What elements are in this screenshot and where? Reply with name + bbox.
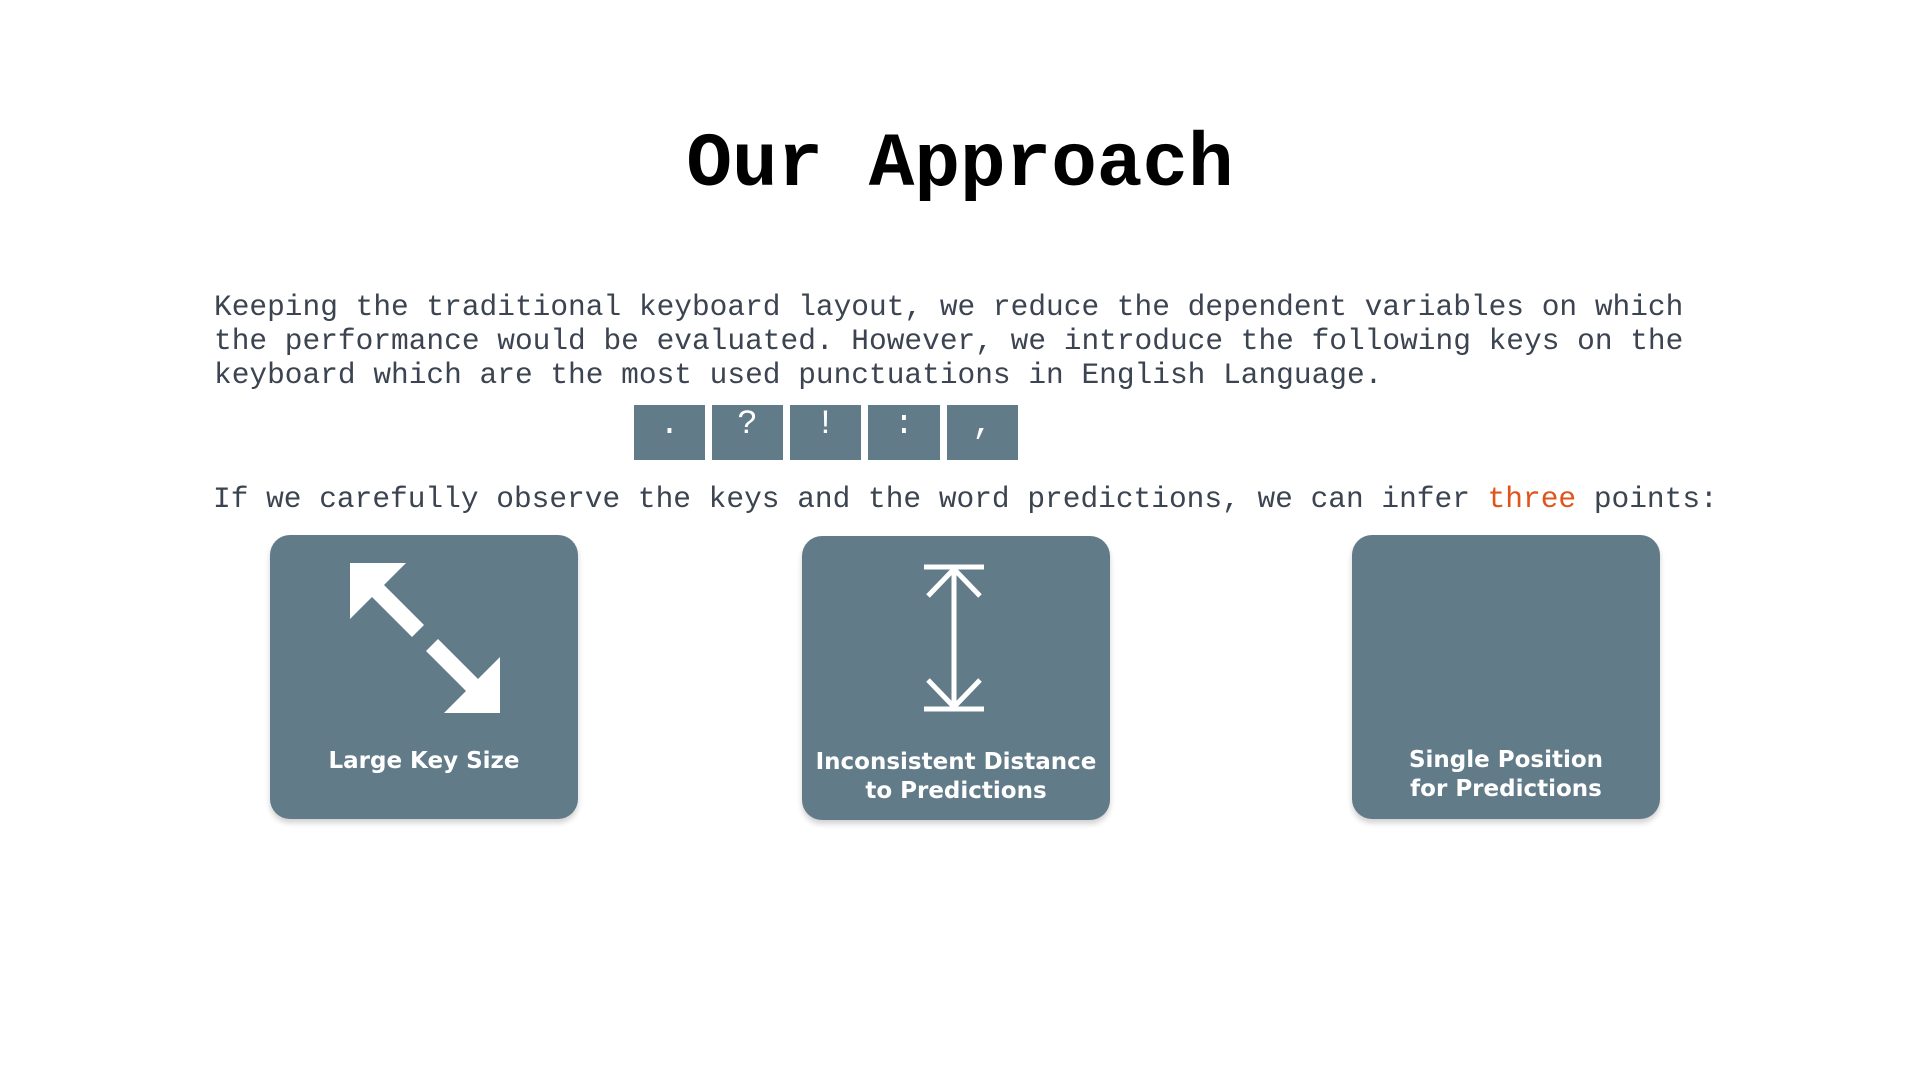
key-colon: :: [868, 405, 940, 460]
card-label-line: Single Position: [1408, 747, 1604, 773]
card-label: Inconsistent Distance to Predictions: [802, 748, 1110, 806]
card-label-line: to Predictions: [865, 778, 1047, 804]
card-inconsistent-distance: Inconsistent Distance to Predictions: [802, 536, 1110, 820]
inference-sentence: If we carefully observe the keys and the…: [213, 482, 1718, 516]
intro-line: keyboard which are the most used punctua…: [214, 358, 1383, 392]
inference-highlight: three: [1487, 482, 1577, 516]
key-exclamation-mark: !: [790, 405, 861, 460]
intro-paragraph: Keeping the traditional keyboard layout,…: [214, 290, 1774, 392]
card-single-position: Single Position for Predictions: [1352, 535, 1660, 819]
intro-line: Keeping the traditional keyboard layout,…: [214, 290, 1684, 324]
card-label-line: Large Key Size: [328, 748, 520, 774]
vertical-double-arrow-icon: [924, 564, 984, 712]
inference-text-before: If we carefully observe the keys and the…: [213, 482, 1488, 516]
inference-text-after: points:: [1576, 482, 1718, 516]
diagonal-double-arrow-icon: [350, 563, 500, 713]
card-label: Single Position for Predictions: [1352, 746, 1660, 804]
card-large-key-size: Large Key Size: [270, 535, 578, 819]
card-label: Large Key Size: [270, 747, 578, 776]
card-label-line: Inconsistent Distance: [815, 749, 1097, 775]
card-label-line: for Predictions: [1410, 776, 1602, 802]
intro-line: the performance would be evaluated. Howe…: [214, 324, 1684, 358]
punctuation-keys: . ? ! : ,: [634, 405, 1018, 460]
slide-title: Our Approach: [686, 122, 1234, 208]
key-question-mark: ?: [712, 405, 783, 460]
key-comma: ,: [947, 405, 1018, 460]
key-period: .: [634, 405, 705, 460]
